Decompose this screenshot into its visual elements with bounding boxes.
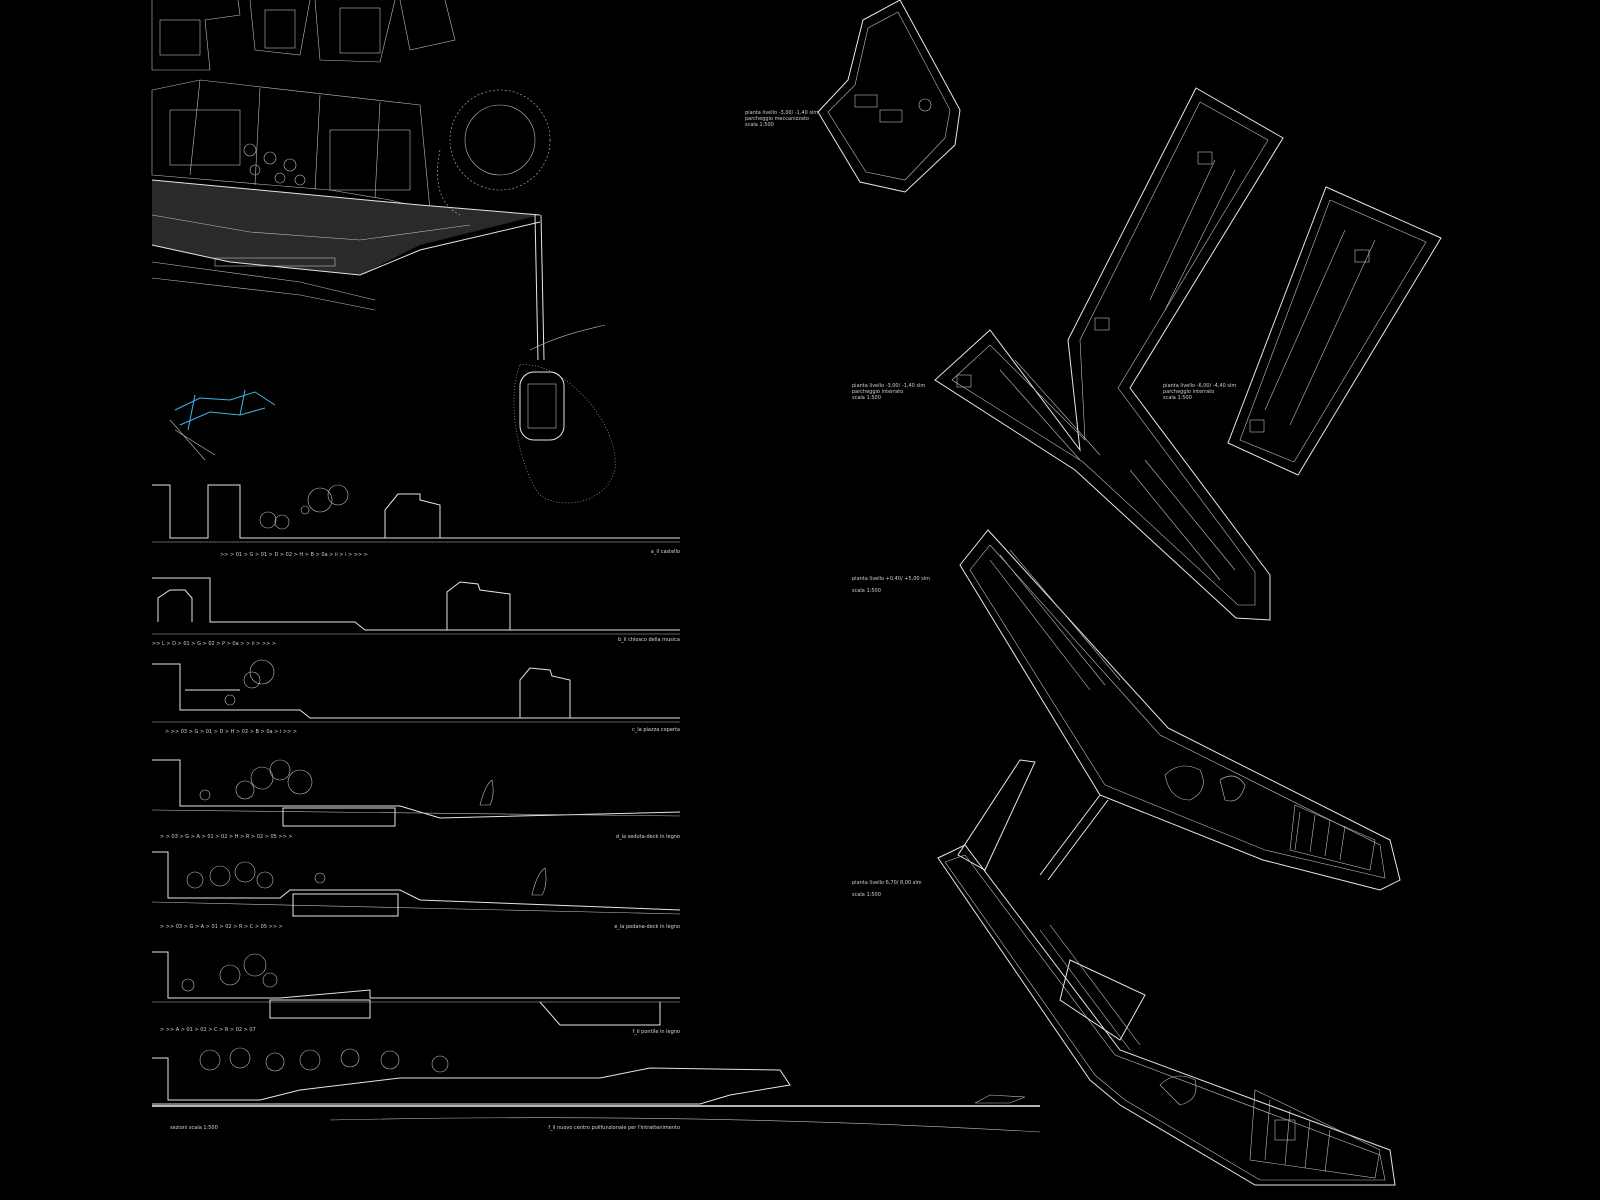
site-plan — [151, 0, 616, 504]
plan-1-subtitle: parcheggio meccanizzato — [745, 116, 809, 122]
section-b-caption: b_il chiosco della musica — [618, 637, 680, 643]
plan-4-ground-level: pianta livello +0,40/ +5,00 slm scala 1:… — [852, 529, 1401, 891]
key-diagram — [169, 389, 276, 461]
section-f: > >> A > 01 > 02 > C > R > 02 > 07 f_il … — [152, 951, 680, 1035]
section-c-sequence: > >> 03 > G > 01 > D > H > 02 > B > 0a >… — [165, 729, 297, 735]
plan-1-scale: scala 1:500 — [745, 122, 774, 128]
section-d-sequence: > > 03 > G > A > 01 > 02 > H > R > 02 > … — [160, 834, 293, 840]
roundabout — [437, 89, 551, 216]
section-a-caption: a_il castello — [651, 549, 680, 555]
section-f-sequence: > >> A > 01 > 02 > C > R > 02 > 07 — [160, 1027, 256, 1033]
plan-5-upper-level: pianta livello 6,70/ 8,00 slm scala 1:50… — [852, 759, 1396, 1186]
section-e-sequence: > >> 03 > G > A > 01 > 02 > R > C > 05 >… — [160, 924, 283, 930]
plan-5-scale: scala 1:500 — [852, 892, 881, 898]
site-trees — [243, 143, 306, 186]
section-b-sequence: >> L > D > 01 > G > 02 > P > 0a > > ii >… — [152, 641, 276, 647]
section-d-caption: d_la seduta-deck in legno — [616, 834, 680, 840]
section-c: > >> 03 > G > 01 > D > H > 02 > B > 0a >… — [152, 659, 680, 735]
long-section-caption: f_il nuovo centro polifunzionale per l'i… — [548, 1125, 680, 1131]
plan-1-mechanized-parking: pianta livello -3,00/ -1,40 slm parchegg… — [745, 0, 961, 193]
section-b: >> L > D > 01 > G > 02 > P > 0a > > ii >… — [152, 577, 680, 647]
plan-2-title: pianta livello -3,00/ -1,40 slm — [852, 383, 925, 389]
section-f-caption: f_il pontile in legno — [633, 1029, 680, 1035]
section-a-sequence: >> > 01 > G > 01 > D > 02 > H > B > 0a >… — [220, 552, 368, 558]
plan-5-title: pianta livello 6,70/ 8,00 slm — [852, 880, 922, 886]
promenade — [151, 179, 541, 311]
long-section-label: sezioni scala 1:500 — [170, 1125, 218, 1131]
pier-castle — [513, 214, 616, 504]
plan-2-subtitle: parcheggio interrato — [852, 389, 903, 395]
section-e: > >> 03 > G > A > 01 > 02 > R > C > 05 >… — [151, 851, 681, 930]
plan-3-scale: scala 1:500 — [1163, 395, 1192, 401]
section-e-caption: e_la pedana-deck in legno — [614, 924, 680, 930]
plan-3-subtitle: parcheggio interrato — [1163, 389, 1214, 395]
urban-blocks — [151, 0, 456, 211]
long-section: sezioni scala 1:500 f_il nuovo centro po… — [152, 1047, 1041, 1133]
plan-2-underground-parking: pianta livello -3,00/ -1,40 slm parchegg… — [852, 87, 1284, 621]
plan-2-scale: scala 1:500 — [852, 395, 881, 401]
plan-4-title: pianta livello +0,40/ +5,00 slm — [852, 576, 930, 582]
plan-3-title: pianta livello -6,00/ -4,40 slm — [1163, 383, 1236, 389]
plan-3-underground-parking: pianta livello -6,00/ -4,40 slm parchegg… — [1163, 186, 1442, 476]
section-d: > > 03 > G > A > 01 > 02 > H > R > 02 > … — [151, 759, 681, 840]
section-a: >> > 01 > G > 01 > D > 02 > H > B > 0a >… — [152, 484, 680, 558]
plan-4-scale: scala 1:500 — [852, 588, 881, 594]
plan-1-title: pianta livello -3,00/ -1,40 slm — [745, 110, 818, 116]
section-c-caption: c_la piazza coperta — [632, 727, 680, 733]
